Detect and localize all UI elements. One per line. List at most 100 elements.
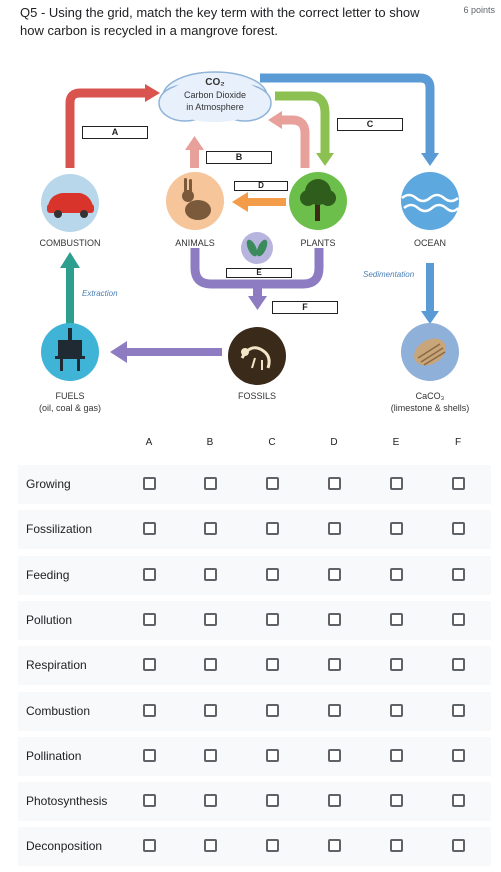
- checkbox-f[interactable]: [452, 522, 465, 536]
- checkbox-c[interactable]: [266, 839, 279, 853]
- shell-icon: [401, 323, 459, 381]
- grid-row: Growing: [18, 465, 491, 504]
- checkbox-c[interactable]: [266, 658, 279, 672]
- checkbox-f[interactable]: [452, 839, 465, 853]
- checkbox-b[interactable]: [204, 522, 217, 536]
- cloud-line-1: Carbon Dioxide: [183, 90, 247, 100]
- purple-arrow-left: [125, 348, 222, 356]
- checkbox-d[interactable]: [328, 703, 341, 717]
- checkbox-c[interactable]: [266, 794, 279, 808]
- caco3-sub-label: (limestone & shells): [390, 403, 470, 413]
- checkbox-a[interactable]: [143, 567, 156, 581]
- checkbox-b[interactable]: [204, 703, 217, 717]
- checkbox-e[interactable]: [390, 612, 403, 626]
- checkbox-a[interactable]: [143, 612, 156, 626]
- row-label: Respiration: [26, 658, 87, 673]
- fuels-label: FUELS: [55, 391, 85, 401]
- cloud-icon: [158, 71, 272, 122]
- checkbox-c[interactable]: [266, 748, 279, 762]
- col-header-d: D: [330, 437, 338, 448]
- checkbox-d[interactable]: [328, 477, 341, 490]
- checkbox-e[interactable]: [390, 839, 403, 853]
- row-label: Deconposition: [26, 839, 103, 854]
- combustion-label: COMBUSTION: [39, 238, 101, 248]
- checkbox-f[interactable]: [452, 658, 465, 672]
- checkbox-a[interactable]: [143, 839, 156, 853]
- checkbox-a[interactable]: [143, 748, 156, 762]
- checkbox-e[interactable]: [390, 748, 403, 762]
- sedimentation-label: Sedimentation: [363, 270, 415, 279]
- checkbox-b[interactable]: [204, 748, 217, 762]
- checkbox-e[interactable]: [390, 522, 403, 536]
- animals-label: ANIMALS: [175, 238, 215, 248]
- checkbox-f[interactable]: [452, 612, 465, 626]
- pink-arrow-up: [190, 148, 199, 168]
- checkbox-a[interactable]: [143, 703, 156, 717]
- question-text: Q5 - Using the grid, match the key term …: [20, 5, 420, 38]
- checkbox-f[interactable]: [452, 703, 465, 717]
- checkbox-f[interactable]: [452, 477, 465, 490]
- box-a: A: [82, 126, 148, 139]
- row-label: Photosynthesis: [26, 794, 108, 809]
- row-label: Fossilization: [26, 522, 93, 537]
- checkbox-f[interactable]: [452, 567, 465, 581]
- checkbox-d[interactable]: [328, 748, 341, 762]
- col-header-b: B: [206, 437, 214, 448]
- checkbox-f[interactable]: [452, 748, 465, 762]
- checkbox-a[interactable]: [143, 658, 156, 672]
- fossil-icon: [228, 327, 286, 385]
- box-e: E: [226, 268, 292, 278]
- carbon-cycle-svg: [41, 71, 459, 385]
- box-b: B: [206, 151, 272, 164]
- checkbox-e[interactable]: [390, 794, 403, 808]
- checkbox-e[interactable]: [390, 703, 403, 717]
- plants-label: PLANTS: [300, 238, 336, 248]
- checkbox-d[interactable]: [328, 522, 341, 536]
- fuels-sub-label: (oil, coal & gas): [38, 403, 102, 413]
- checkbox-a[interactable]: [143, 477, 156, 490]
- grid-row: Feeding: [18, 555, 491, 595]
- checkbox-c[interactable]: [266, 477, 279, 490]
- checkbox-d[interactable]: [328, 794, 341, 808]
- caco3-label: CaCO₃: [415, 391, 445, 401]
- grid-row: Combustion: [18, 691, 491, 731]
- teal-arrow: [66, 266, 74, 328]
- checkbox-b[interactable]: [204, 477, 217, 490]
- checkbox-b[interactable]: [204, 794, 217, 808]
- checkbox-d[interactable]: [328, 839, 341, 853]
- checkbox-c[interactable]: [266, 522, 279, 536]
- rabbit-icon: [166, 172, 224, 230]
- col-header-f: F: [454, 437, 462, 448]
- checkbox-d[interactable]: [328, 567, 341, 581]
- checkbox-b[interactable]: [204, 612, 217, 626]
- checkbox-c[interactable]: [266, 703, 279, 717]
- grid-row: Fossilization: [18, 510, 491, 550]
- grid-row: Photosynthesis: [18, 782, 491, 822]
- row-label: Feeding: [26, 567, 70, 582]
- box-d: D: [234, 181, 288, 191]
- blue-arrow-top: [260, 73, 435, 153]
- checkbox-b[interactable]: [204, 567, 217, 581]
- grid-header: A B C D E F: [0, 437, 501, 457]
- oil-rig-icon: [41, 323, 99, 381]
- checkbox-d[interactable]: [328, 612, 341, 626]
- cloud-line-2: in Atmosphere: [186, 102, 244, 112]
- checkbox-f[interactable]: [452, 794, 465, 808]
- checkbox-b[interactable]: [204, 658, 217, 672]
- grid-row: Deconposition: [18, 827, 491, 867]
- fossils-label: FOSSILS: [237, 391, 276, 401]
- checkbox-d[interactable]: [328, 658, 341, 672]
- checkbox-a[interactable]: [143, 794, 156, 808]
- box-c: C: [337, 118, 403, 131]
- checkbox-e[interactable]: [390, 477, 403, 490]
- col-header-e: E: [392, 437, 400, 448]
- cloud-label: CO₂ Carbon Dioxide in Atmosphere: [170, 77, 260, 113]
- checkbox-a[interactable]: [143, 522, 156, 536]
- checkbox-b[interactable]: [204, 839, 217, 853]
- checkbox-e[interactable]: [390, 658, 403, 672]
- checkbox-e[interactable]: [390, 567, 403, 581]
- checkbox-c[interactable]: [266, 612, 279, 626]
- checkbox-c[interactable]: [266, 567, 279, 581]
- bacteria-icon: [241, 232, 273, 264]
- col-header-c: C: [268, 437, 276, 448]
